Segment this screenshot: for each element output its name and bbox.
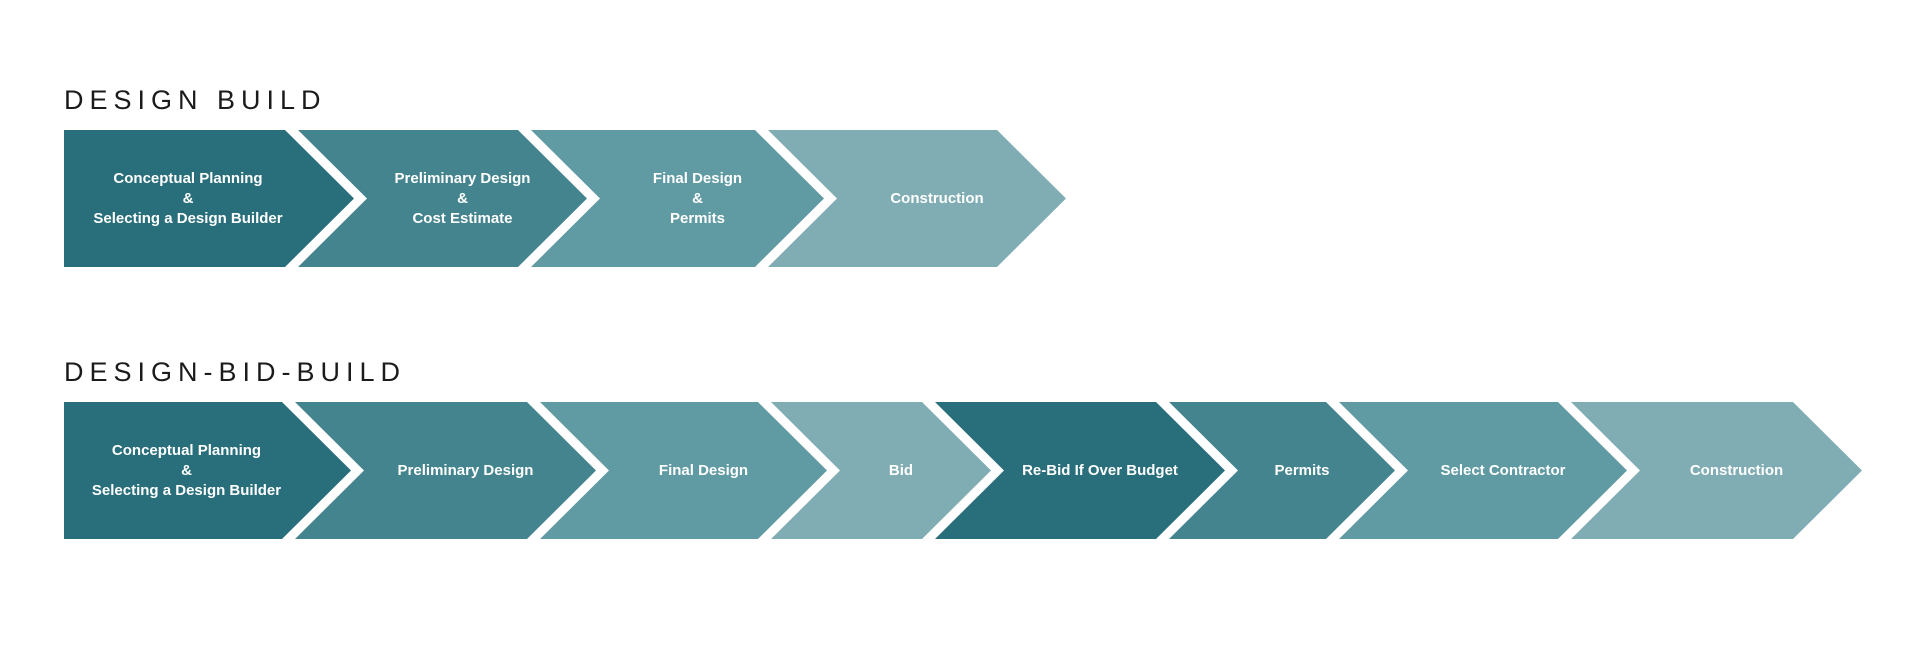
diagram-title: DESIGN-BID-BUILD xyxy=(64,357,407,387)
step-label: Bid xyxy=(888,461,914,479)
diagram-title: DESIGN BUILD xyxy=(64,85,327,115)
step-label: Construction xyxy=(1689,461,1784,479)
design-build-arrow-band: Conceptual Planning & Selecting a Design… xyxy=(0,130,1920,267)
step-conceptual-planning: Conceptual Planning & Selecting a Design… xyxy=(64,402,351,539)
step-label: Re-Bid If Over Budget xyxy=(1022,461,1178,479)
step-label: Preliminary Design & Cost Estimate xyxy=(394,169,531,227)
step-label: Conceptual Planning & Selecting a Design… xyxy=(91,441,282,499)
step-label: Construction xyxy=(890,189,984,207)
step-final-design: Final Design xyxy=(540,402,827,539)
step-label: Final Design xyxy=(658,461,749,479)
step-label: Preliminary Design xyxy=(397,461,534,479)
step-label: Final Design & Permits xyxy=(652,169,743,227)
step-label: Permits xyxy=(1274,461,1330,479)
step-conceptual-planning: Conceptual Planning & Selecting a Design… xyxy=(64,130,354,267)
step-label: Select Contractor xyxy=(1440,461,1566,479)
design-bid-build-arrow-band: Conceptual Planning & Selecting a Design… xyxy=(0,402,1920,539)
step-label: Conceptual Planning & Selecting a Design… xyxy=(93,169,283,227)
